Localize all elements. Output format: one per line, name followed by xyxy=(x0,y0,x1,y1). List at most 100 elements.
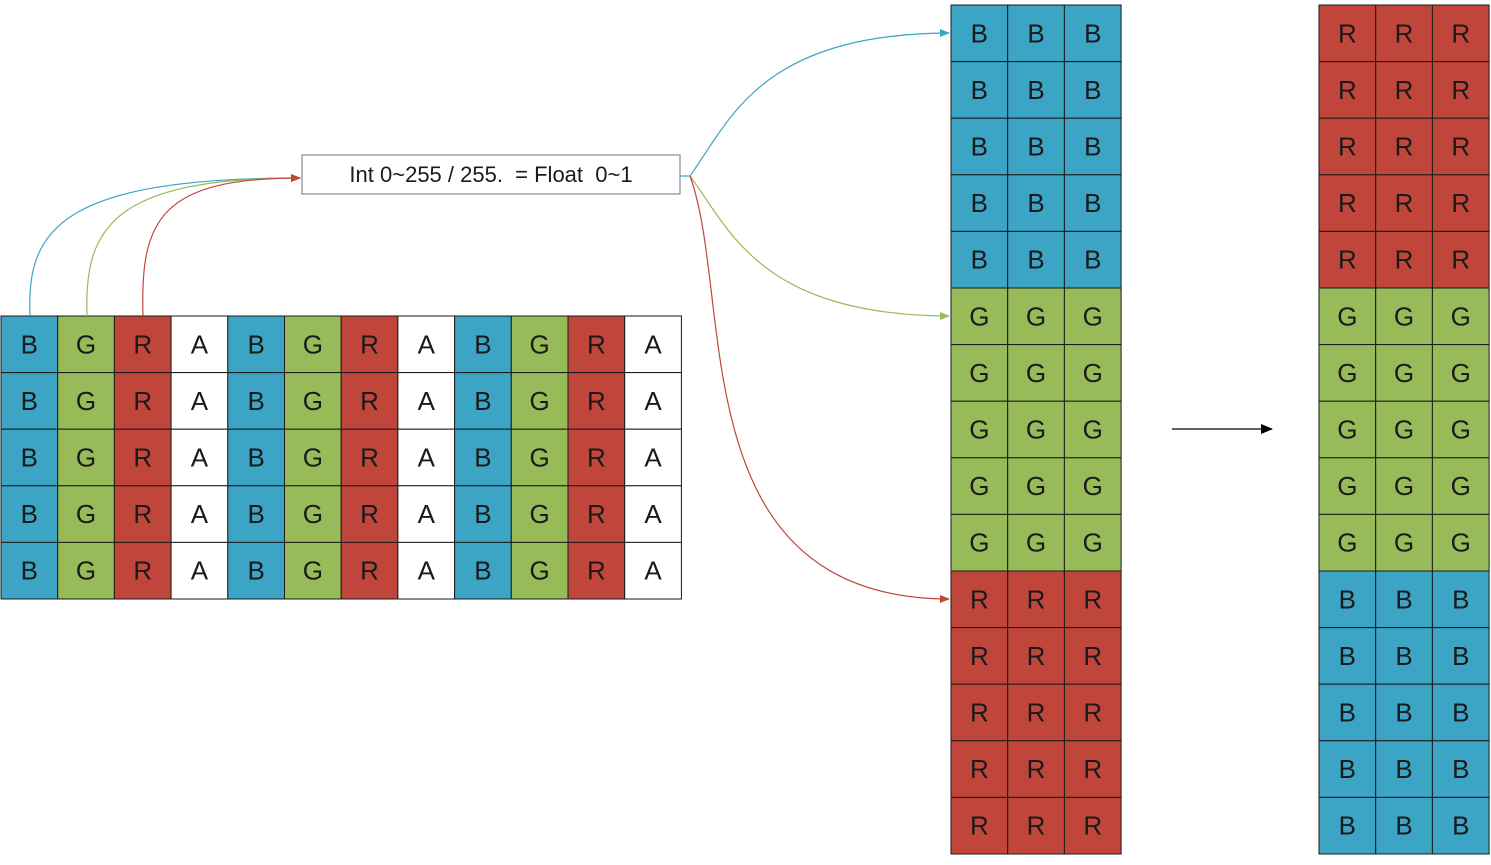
bgra-cell-label: B xyxy=(21,329,38,359)
bgra-cell-a xyxy=(170,485,229,543)
bgra-cell-label: A xyxy=(644,329,662,359)
red-channel-connector xyxy=(142,174,301,317)
planar-rgb-cell-label: B xyxy=(1452,584,1469,614)
bgra-cell-label: G xyxy=(76,386,96,416)
bgra-cell-b xyxy=(0,315,59,374)
bgra-cell-a xyxy=(397,372,456,430)
planar-bgr-cell-label: G xyxy=(969,415,989,445)
planar-rgb-cell-g xyxy=(1375,513,1433,572)
planar-rgb-cell-label: R xyxy=(1338,75,1357,105)
bgra-cell-label: A xyxy=(418,443,436,473)
bgra-cell-r xyxy=(567,372,626,430)
planar-bgr-cell-g xyxy=(1007,400,1065,459)
planar-rgb-cell-g xyxy=(1318,344,1377,402)
bgra-cell-label: G xyxy=(303,329,323,359)
planar-rgb-cell-label: G xyxy=(1337,528,1357,558)
planar-rgb-cell-b xyxy=(1431,627,1490,685)
bgra-cell-r xyxy=(567,485,626,543)
bgra-cell-a xyxy=(624,428,682,487)
bgra-cell-label: A xyxy=(191,386,209,416)
planar-bgr-cell-label: G xyxy=(1026,528,1046,558)
bgra-cell-g xyxy=(284,372,342,430)
planar-bgr-cell-label: G xyxy=(1083,528,1103,558)
planar-bgr-cell-label: R xyxy=(1027,641,1046,671)
bgra-cell-label: A xyxy=(191,443,209,473)
planar-rgb-cell-label: G xyxy=(1337,358,1357,388)
planar-rgb-cell-label: B xyxy=(1339,641,1356,671)
planar-bgr-cell-label: R xyxy=(1027,698,1046,728)
planar-rgb-cell-label: R xyxy=(1338,245,1357,275)
planar-bgr-cell-label: B xyxy=(971,75,988,105)
planar-bgr-cell-label: B xyxy=(971,132,988,162)
planar-bgr-cell-label: G xyxy=(969,358,989,388)
planar-rgb-cell-label: R xyxy=(1451,132,1470,162)
bgra-cell-label: R xyxy=(587,329,606,359)
planar-bgr-cell-label: B xyxy=(1084,75,1101,105)
planar-bgr-cell-r xyxy=(950,627,1009,685)
planar-rgb-cell-label: B xyxy=(1452,698,1469,728)
output-connectors xyxy=(680,29,950,603)
bgra-cell-r xyxy=(340,372,399,430)
planar-rgb-cell-r xyxy=(1431,230,1490,289)
planar-rgb-cell-label: G xyxy=(1337,301,1357,331)
planar-bgr-cell-r xyxy=(1007,683,1065,742)
planar-rgb-cell-b xyxy=(1431,570,1490,629)
planar-rgb-cell-label: R xyxy=(1338,188,1357,218)
bgra-cell-label: G xyxy=(303,499,323,529)
planar-bgr-cell-g xyxy=(950,513,1009,572)
bgra-cell-a xyxy=(170,372,229,430)
formula-text: Int 0~255 / 255. = Float 0~1 xyxy=(349,162,632,187)
planar-rgb-cell-label: G xyxy=(1451,528,1471,558)
bgra-cell-label: G xyxy=(303,556,323,586)
planar-rgb-cell-r xyxy=(1375,174,1433,232)
planar-bgr-cell-r xyxy=(950,740,1009,798)
planar-bgr-cell-g xyxy=(1063,344,1122,402)
planar-rgb-cell-r xyxy=(1375,117,1433,176)
planar-rgb-cell-label: B xyxy=(1395,754,1412,784)
planar-bgr-cell-r xyxy=(950,570,1009,629)
planar-rgb-cell-b xyxy=(1431,740,1490,798)
planar-rgb-cell-label: B xyxy=(1395,584,1412,614)
planar-bgr-cell-label: B xyxy=(971,18,988,48)
planar-bgr-cell-label: R xyxy=(970,811,989,841)
bgra-cell-label: B xyxy=(247,386,264,416)
planar-bgr-cell-g xyxy=(1063,457,1122,515)
bgra-cell-label: A xyxy=(644,499,662,529)
planar-rgb-cell-label: G xyxy=(1451,301,1471,331)
bgra-cell-label: R xyxy=(133,499,152,529)
bgra-cell-g xyxy=(57,372,115,430)
bgra-cell-label: A xyxy=(191,329,209,359)
bgra-cell-g xyxy=(284,541,342,600)
bgra-cell-label: R xyxy=(360,499,379,529)
bgra-cell-label: R xyxy=(360,443,379,473)
planar-rgb-cell-r xyxy=(1431,4,1490,63)
green-output-connector xyxy=(689,175,950,320)
bgra-cell-b xyxy=(0,428,59,487)
planar-bgr-cell-label: R xyxy=(970,754,989,784)
planar-bgr-cell-label: R xyxy=(1083,641,1102,671)
planar-rgb-cell-g xyxy=(1318,287,1377,346)
bgra-cell-g xyxy=(510,485,569,543)
planar-rgb-cell-label: G xyxy=(1394,415,1414,445)
planar-rgb-cell-label: R xyxy=(1395,75,1414,105)
bgra-cell-a xyxy=(624,485,682,543)
planar-bgr-cell-b xyxy=(950,230,1009,289)
planar-bgr-cell-label: R xyxy=(1083,584,1102,614)
bgra-cell-label: R xyxy=(587,499,606,529)
planar-rgb-cell-label: G xyxy=(1394,358,1414,388)
planar-rgb-cell-label: B xyxy=(1339,811,1356,841)
planar-rgb-cell-label: B xyxy=(1339,754,1356,784)
bgra-cell-label: B xyxy=(247,443,264,473)
planar-bgr-cell-b xyxy=(1063,61,1122,119)
bgra-cell-label: G xyxy=(76,443,96,473)
planar-rgb-cell-b xyxy=(1318,796,1377,855)
planar-rgb-cell-label: R xyxy=(1451,188,1470,218)
planar-rgb-cell-b xyxy=(1318,627,1377,685)
planar-bgr-cell-label: R xyxy=(970,641,989,671)
planar-bgr-cell-g xyxy=(1063,287,1122,346)
planar-bgr-cell-label: B xyxy=(971,188,988,218)
planar-bgr-cell-label: B xyxy=(1027,132,1044,162)
bgra-cell-a xyxy=(624,315,682,374)
